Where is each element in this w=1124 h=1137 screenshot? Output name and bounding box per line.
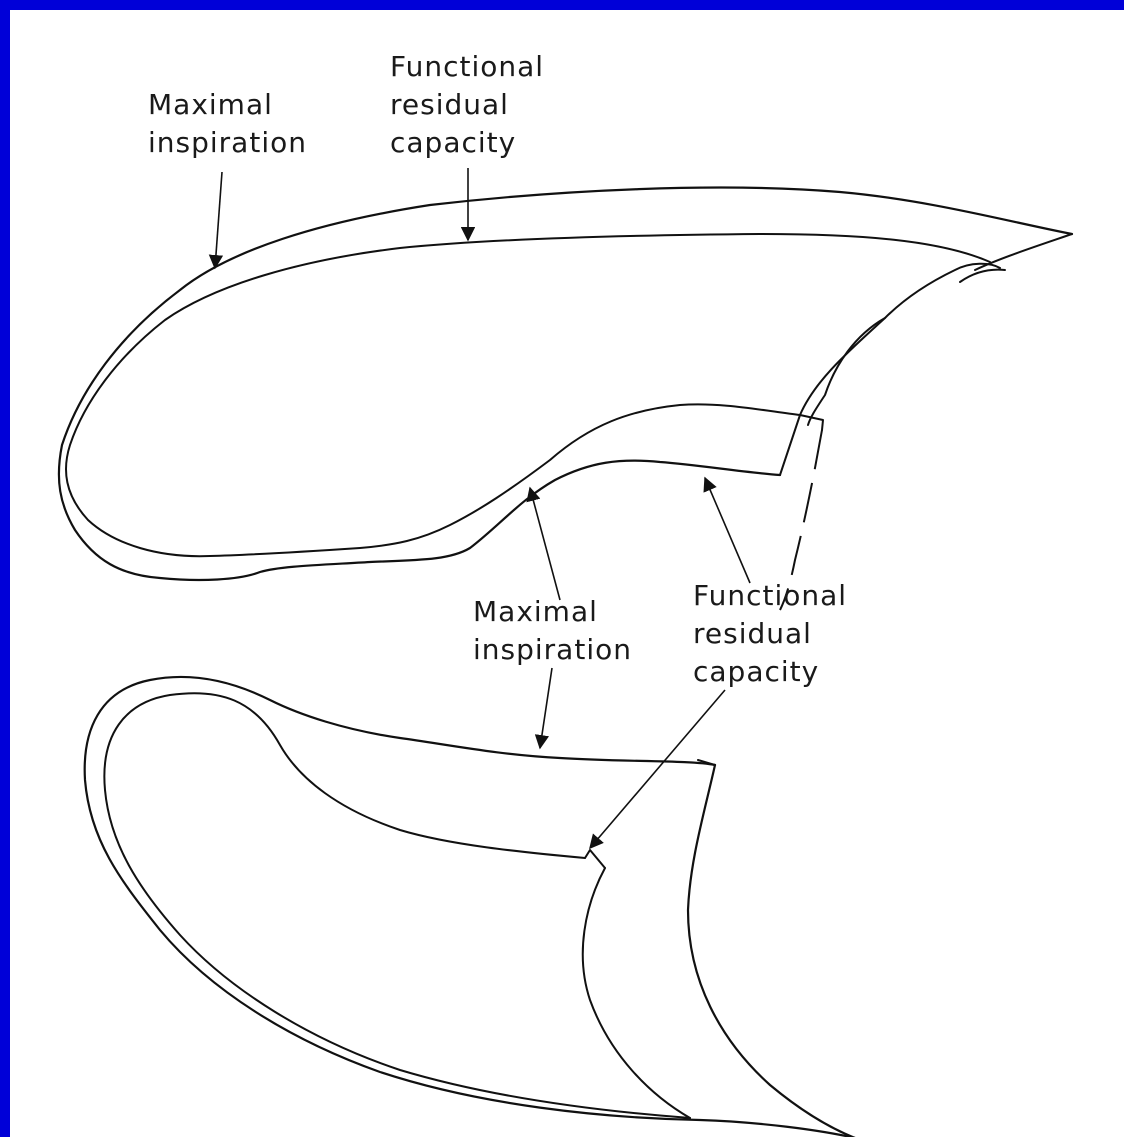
frontal-maximal-outline	[85, 677, 855, 1137]
lateral-posterior-wall	[808, 318, 885, 425]
arrow-lateral-maximal-diaphragm	[530, 488, 560, 600]
lateral-maximal-outline	[59, 188, 1072, 580]
lateral-apex-fold	[960, 270, 1005, 282]
label-line: Maximal	[473, 593, 632, 631]
label-line: inspiration	[473, 631, 632, 669]
label-lateral-maximal: Maximal inspiration	[148, 86, 307, 162]
label-line: Maximal	[148, 86, 307, 124]
diagram-frame: Maximal inspiration Functional residual …	[10, 10, 1124, 1137]
label-line: capacity	[693, 653, 847, 691]
lateral-apex-line	[975, 234, 1072, 270]
frontal-notch	[585, 850, 605, 868]
lateral-step-line	[780, 415, 800, 475]
label-frontal-frc: Functional residual capacity	[693, 577, 847, 691]
label-line: Functional	[693, 577, 847, 615]
arrow-frontal-frc	[590, 690, 725, 848]
label-line: capacity	[390, 124, 544, 162]
label-line: residual	[390, 86, 544, 124]
label-line: residual	[693, 615, 847, 653]
frontal-frc-outline	[104, 693, 690, 1118]
frontal-frc-diaphragm	[583, 868, 690, 1118]
pointer-arrows	[215, 168, 750, 848]
lateral-lung	[59, 188, 1072, 610]
lung-diagram	[10, 10, 1124, 1137]
label-frontal-maximal: Maximal inspiration	[473, 593, 632, 669]
label-line: inspiration	[148, 124, 307, 162]
frontal-maximal-diaphragm	[688, 765, 855, 1137]
frontal-lung	[85, 677, 855, 1137]
lateral-frc-outline	[66, 234, 1000, 556]
label-lateral-frc: Functional residual capacity	[390, 48, 544, 162]
arrow-frontal-maximal	[540, 668, 552, 748]
label-line: Functional	[390, 48, 544, 86]
arrow-lateral-maximal	[215, 172, 222, 268]
arrow-lateral-frc-diaphragm	[705, 478, 750, 583]
